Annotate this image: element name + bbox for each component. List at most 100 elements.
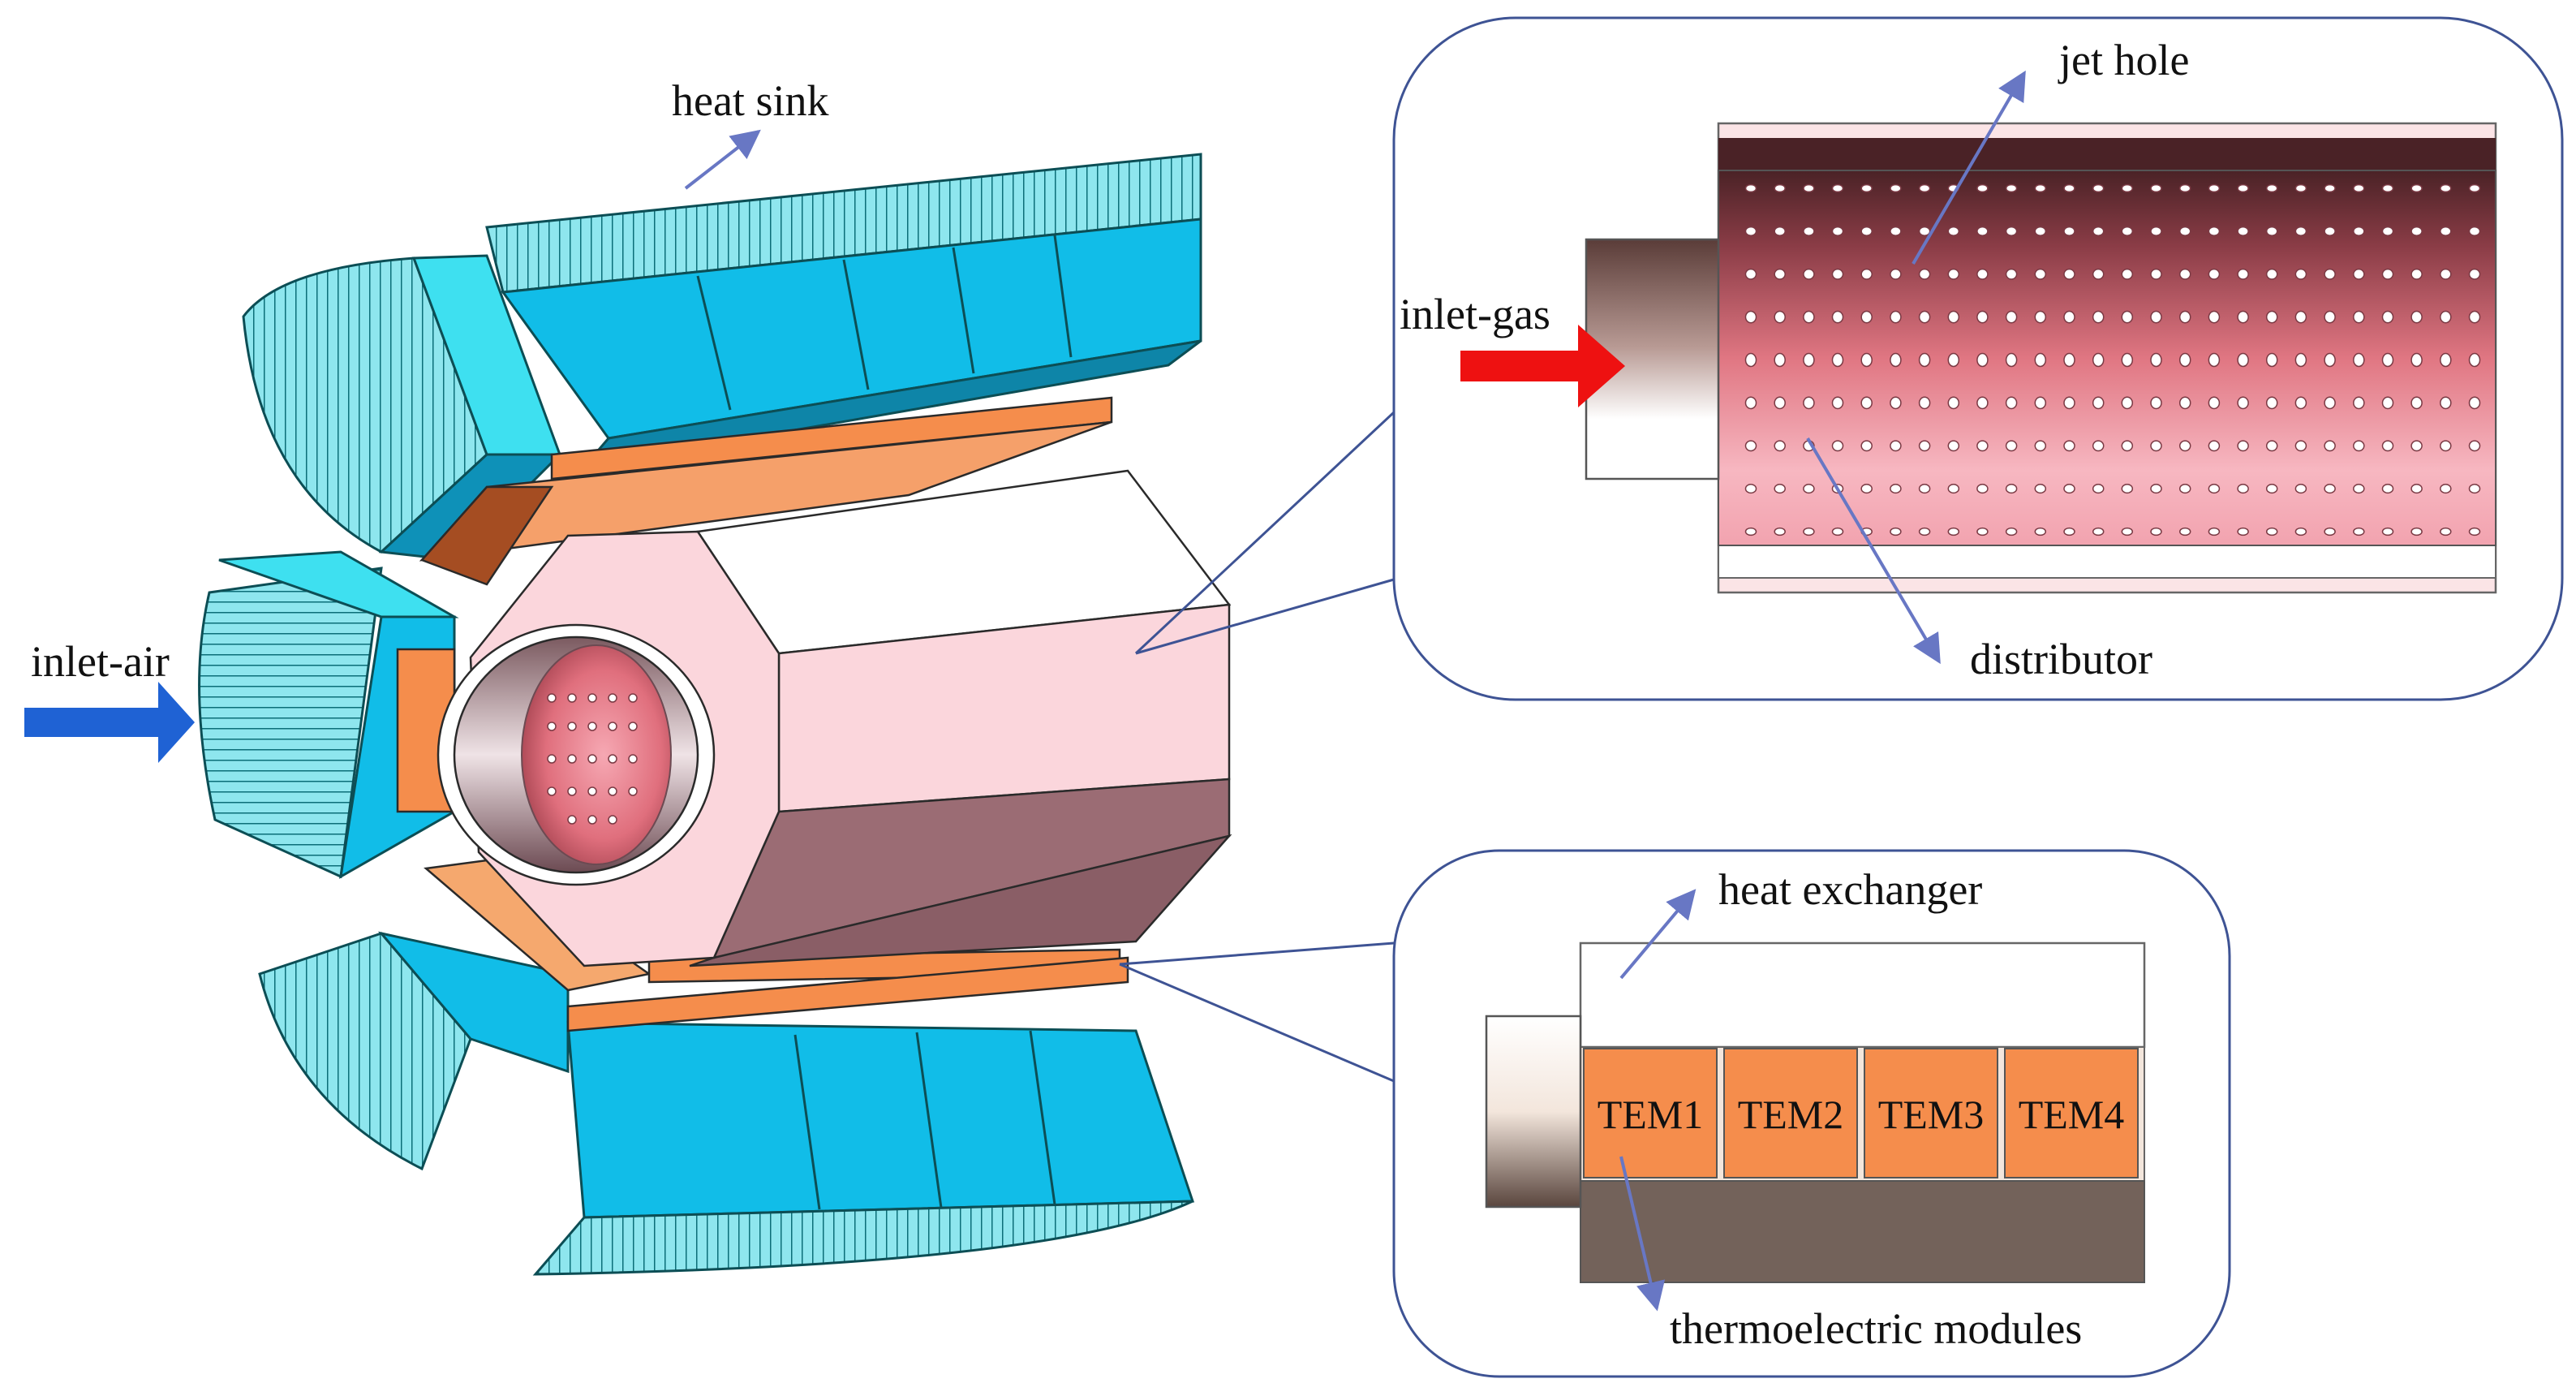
jet-hole — [1890, 440, 1902, 452]
jet-hole — [2150, 310, 2162, 324]
module-tem2: TEM2 — [1723, 1048, 1858, 1178]
jet-hole — [2353, 440, 2365, 452]
jet-hole — [2150, 396, 2162, 410]
jet-hole — [1774, 352, 1786, 368]
jet-hole — [2237, 310, 2249, 324]
jet-hole — [1918, 226, 1931, 236]
jet-hole — [1744, 352, 1757, 368]
inlet-air-arrow — [24, 682, 195, 763]
jet-hole — [2208, 352, 2221, 368]
jet-hole — [1774, 310, 1786, 324]
jet-hole — [1947, 440, 1960, 452]
jet-hole — [1860, 484, 1873, 494]
jet-hole — [2237, 268, 2249, 280]
jet-hole — [2178, 310, 2191, 324]
jet-hole — [2324, 310, 2336, 324]
jet-hole — [1947, 484, 1960, 494]
jet-hole — [2092, 352, 2105, 368]
jet-hole — [2353, 484, 2365, 494]
jet-hole — [2092, 484, 2105, 494]
jet-hole — [2150, 484, 2162, 494]
jet-hole — [2150, 440, 2162, 452]
jet-hole — [1744, 396, 1757, 410]
jet-hole — [2034, 527, 2047, 536]
jet-hole — [2468, 310, 2481, 324]
jet-hole — [2034, 183, 2047, 193]
jet-hole — [1744, 268, 1757, 280]
jet-hole — [1803, 352, 1815, 368]
jet-hole — [2381, 268, 2394, 280]
jet-hole — [1774, 268, 1786, 280]
jet-hole — [2178, 226, 2191, 236]
jet-hole — [2237, 226, 2249, 236]
jet-hole — [2005, 310, 2018, 324]
jet-hole — [2121, 183, 2134, 193]
distributor-body — [1718, 170, 2496, 546]
jet-hole — [2150, 352, 2162, 368]
inlet-air-label: inlet-air — [31, 637, 170, 686]
jet-hole-label: jet hole — [2058, 36, 2189, 84]
callout-leaders — [1119, 411, 1396, 1083]
jet-hole — [2034, 484, 2047, 494]
jet-hole — [2121, 268, 2134, 280]
jet-hole — [2440, 310, 2452, 324]
jet-hole — [2381, 352, 2394, 368]
jet-hole — [2265, 440, 2278, 452]
jet-hole — [2324, 396, 2336, 410]
jet-hole — [2150, 527, 2162, 536]
jet-hole — [2468, 484, 2481, 494]
jet-hole — [2381, 396, 2394, 410]
jet-hole — [1890, 352, 1902, 368]
jet-hole — [2092, 183, 2105, 193]
heat-exchanger-label: heat exchanger — [1718, 865, 1982, 914]
jet-hole — [2265, 352, 2278, 368]
jet-hole — [2005, 396, 2018, 410]
jet-hole — [1744, 310, 1757, 324]
heat-sink-upper-left — [242, 254, 563, 562]
jet-hole — [2468, 183, 2481, 193]
jet-hole — [2294, 527, 2307, 536]
jet-hole — [1803, 268, 1815, 280]
tem2-label: TEM2 — [1738, 1092, 1844, 1137]
jet-hole — [2063, 396, 2075, 410]
jet-hole — [2353, 226, 2365, 236]
jet-hole — [2294, 226, 2307, 236]
jet-hole — [2410, 352, 2423, 368]
jet-hole — [2265, 268, 2278, 280]
jet-hole — [2440, 396, 2452, 410]
jet-hole — [1947, 352, 1960, 368]
jet-hole — [1774, 527, 1786, 536]
jet-hole — [2092, 396, 2105, 410]
jet-hole — [2468, 226, 2481, 236]
jet-hole — [2150, 268, 2162, 280]
jet-hole — [2381, 440, 2394, 452]
jet-hole — [2440, 226, 2452, 236]
jet-hole — [2294, 310, 2307, 324]
jet-hole — [1803, 527, 1815, 536]
jet-hole — [1860, 352, 1873, 368]
jet-hole — [2208, 310, 2221, 324]
jet-hole — [1860, 183, 1873, 193]
jet-hole — [1918, 183, 1931, 193]
jet-hole — [1976, 226, 1989, 236]
inlet-gas-label: inlet-gas — [1400, 290, 1550, 338]
jet-hole — [2440, 183, 2452, 193]
jet-hole — [2063, 440, 2075, 452]
jet-hole — [1831, 268, 1844, 280]
jet-hole — [2410, 440, 2423, 452]
jet-hole — [2208, 396, 2221, 410]
jet-hole — [2440, 352, 2452, 368]
heat-exchanger-pointer — [1619, 889, 1697, 980]
jet-hole — [2468, 352, 2481, 368]
jet-hole — [2092, 310, 2105, 324]
jet-hole — [1831, 226, 1844, 236]
jet-hole — [1947, 396, 1960, 410]
jet-hole — [2092, 527, 2105, 536]
jet-hole — [2381, 484, 2394, 494]
jet-hole — [2410, 396, 2423, 410]
jet-hole — [1803, 226, 1815, 236]
jet-hole — [2121, 352, 2134, 368]
jet-hole — [1890, 226, 1902, 236]
heat-exchanger-block — [1579, 941, 2146, 1049]
